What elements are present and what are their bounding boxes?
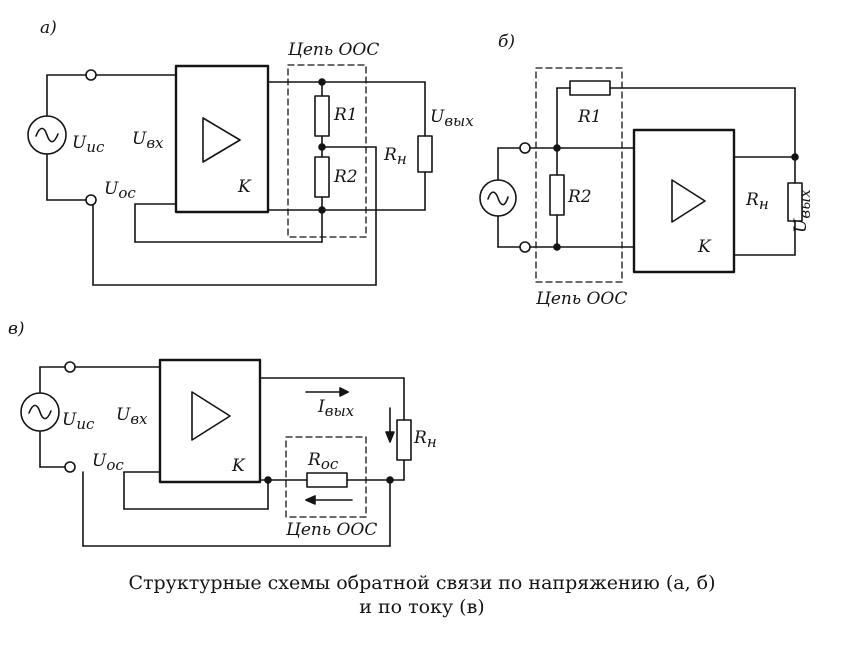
r2-label-a: R2 [333,167,358,187]
load-resistor-c [396,419,412,461]
amplifier-triangle-icon [191,391,231,441]
diagram-c-tag: в) [8,319,25,339]
amplifier-label-c: K [231,456,246,476]
amplifier-triangle-icon [671,179,706,223]
resistor-roc [306,472,348,488]
resistor-r2-a [314,156,330,198]
sine-icon [487,191,509,206]
output-voltage-label-a: Uвых [430,107,474,130]
feedback-voltage-label-c: Uос [92,451,124,474]
diagram-a [27,64,433,286]
r2-label-b: R2 [567,187,592,207]
source-label-a: Uис [72,133,105,156]
input-voltage-label-a: Uвх [132,129,164,152]
input-terminal-top-b [519,142,531,154]
load-resistor-a [417,135,433,173]
load-label-c: Rн [413,428,437,451]
current-label-c: Iвых [317,397,355,420]
r1-label-a: R1 [333,105,358,125]
r1-label-b: R1 [577,107,602,127]
amplifier-label-a: K [237,177,252,197]
feedback-label-a: Цепь ООС [287,40,379,60]
input-terminal-bottom-a [85,194,97,206]
input-terminal-top-c [64,361,76,373]
amplifier-k-b [632,128,736,274]
input-terminal-bottom-c [64,461,76,473]
caption-line-1: Структурные схемы обратной связи по напр… [128,572,716,594]
roc-label-c: Rос [307,450,339,473]
input-terminal-top-a [85,69,97,81]
load-label-b: Rн [745,190,769,213]
sine-icon [35,127,59,143]
output-voltage-label-b: Uвых [791,189,814,233]
amplifier-triangle-icon [202,117,241,163]
resistor-r1-a [314,95,330,137]
source-label-c: Uис [62,410,95,433]
feedback-label-c: Цепь ООС [285,520,377,540]
resistor-r1-b [569,80,611,96]
feedback-box-b [535,67,623,283]
sine-icon [28,404,52,420]
feedback-label-b: Цепь ООС [535,289,627,309]
diagram-c [20,358,412,547]
amplifier-k-a [174,64,270,214]
feedback-voltage-label-a: Uос [104,179,136,202]
feedback-box-c [285,436,367,518]
load-label-a: Rн [383,145,407,168]
input-voltage-label-c: Uвх [116,405,148,428]
feedback-box-a [287,64,367,238]
diagram-b [479,67,803,283]
input-terminal-bottom-b [519,241,531,253]
diagram-b-tag: б) [498,32,515,52]
diagram-a-tag: а) [40,18,57,38]
amplifier-label-b: K [697,237,712,257]
resistor-r2-b [549,174,565,216]
caption-line-2: и по току (в) [359,596,485,618]
amplifier-k-c [158,358,262,484]
